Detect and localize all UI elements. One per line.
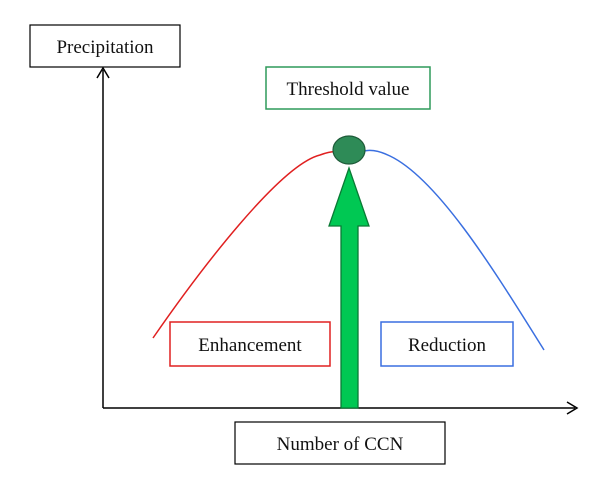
y-axis-arrowhead <box>96 66 110 79</box>
threshold-box-border <box>265 66 431 110</box>
enhancement-label: Enhancement <box>198 335 302 356</box>
enhancement-label-box: Enhancement <box>169 321 331 367</box>
threshold-arrow <box>328 166 370 409</box>
reduction-box-border <box>380 321 514 367</box>
x-axis-arrowhead <box>566 401 579 415</box>
enhancement-curve <box>152 150 339 339</box>
reduction-label-box: Reduction <box>380 321 514 367</box>
threshold-label-box: Threshold value <box>265 66 431 110</box>
peak-marker <box>332 135 366 165</box>
y-axis-label-box: Precipitation <box>29 24 181 68</box>
threshold-label: Threshold value <box>287 79 410 100</box>
x-axis-label-box: Number of CCN <box>234 421 446 465</box>
x-axis-label: Number of CCN <box>277 434 404 455</box>
axes <box>96 66 579 415</box>
reduction-label: Reduction <box>408 335 487 356</box>
reduction-curve <box>361 149 545 351</box>
y-axis-label: Precipitation <box>56 37 154 58</box>
enhancement-box-border <box>169 321 331 367</box>
